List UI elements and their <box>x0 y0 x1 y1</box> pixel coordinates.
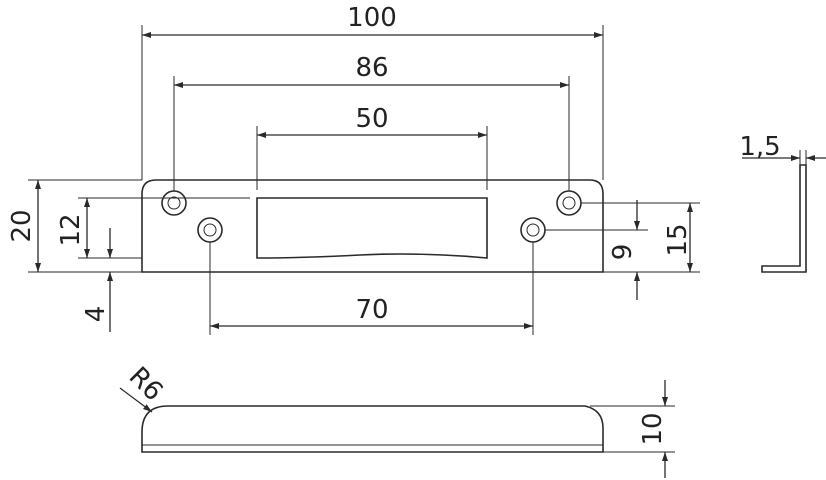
dim-label-20: 20 <box>7 209 37 242</box>
dim-label-thickness: 1,5 <box>739 132 780 162</box>
dim-label-100: 100 <box>347 3 397 33</box>
dimension-70: 70 <box>209 242 534 335</box>
dim-label-15: 15 <box>663 223 693 256</box>
dimension-86: 86 <box>173 53 570 191</box>
dimension-10: 10 <box>590 380 675 478</box>
bottom-view: R6 <box>119 362 604 453</box>
dim-label-radius: R6 <box>123 362 169 408</box>
side-view: 1,5 <box>739 132 826 273</box>
dim-label-4: 4 <box>81 306 111 323</box>
dim-label-9: 9 <box>608 244 638 261</box>
dim-label-86: 86 <box>355 53 388 83</box>
dimension-15: 15 <box>581 202 700 273</box>
dimension-4: 4 <box>81 228 142 332</box>
dimension-50: 50 <box>256 104 488 190</box>
plate-outline <box>141 179 604 273</box>
dimension-12: 12 <box>56 197 250 259</box>
dimension-100: 100 <box>141 3 604 180</box>
dim-label-50: 50 <box>355 104 388 134</box>
dimension-9: 9 <box>545 200 648 300</box>
slot <box>256 197 488 259</box>
dimension-20: 20 <box>7 179 142 273</box>
dim-label-10: 10 <box>638 412 668 445</box>
dim-label-12: 12 <box>56 213 86 246</box>
front-view <box>141 179 604 273</box>
dim-label-70: 70 <box>355 295 388 325</box>
